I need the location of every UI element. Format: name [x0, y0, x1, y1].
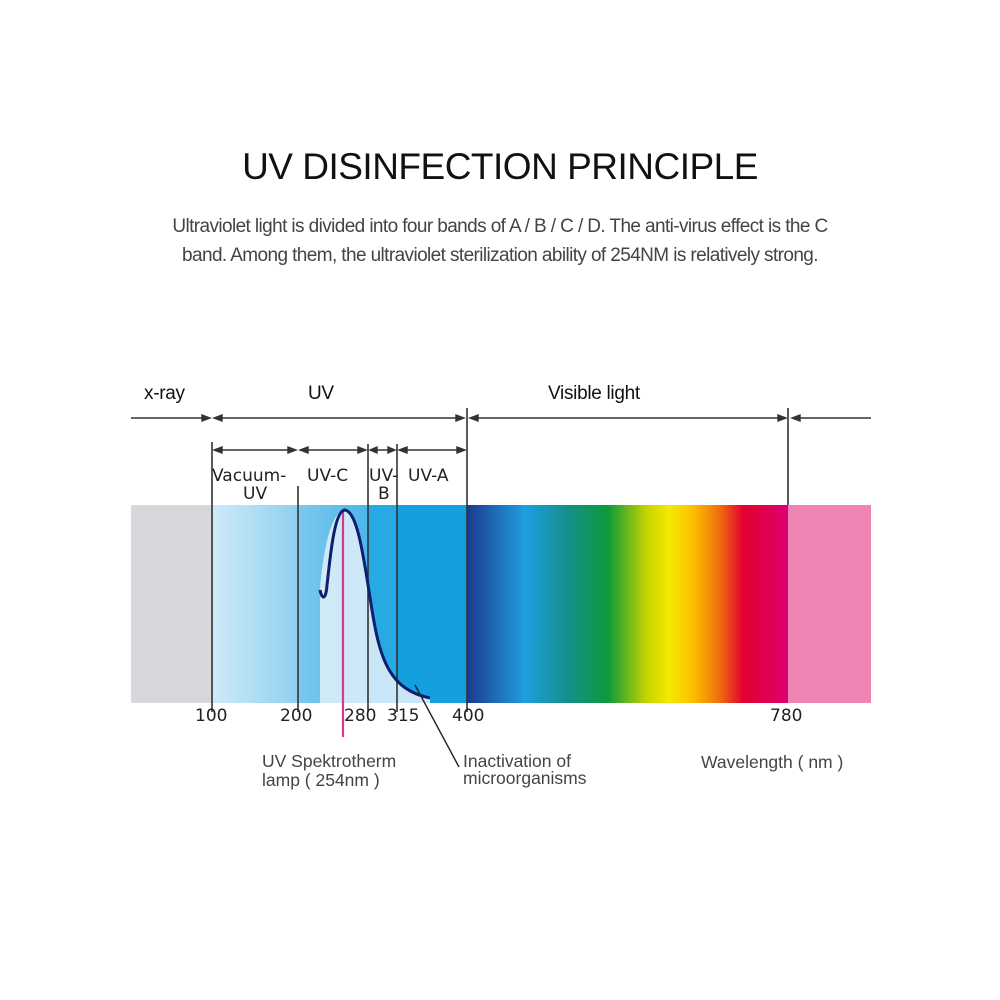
tick-200: 200 [280, 706, 313, 726]
uvc-label: UV-C [307, 466, 349, 486]
uva-label: UV-A [408, 466, 449, 486]
uva-region [397, 505, 467, 703]
visible-region [467, 505, 788, 703]
xray-label: x-ray [144, 383, 185, 404]
uvb-label-1: UV- [369, 466, 399, 486]
germicidal-curve [318, 508, 431, 700]
infrared-region [788, 505, 871, 703]
vacuum-uv-label-1: Vacuum- [212, 466, 287, 486]
tick-280: 280 [344, 706, 377, 726]
tick-100: 100 [195, 706, 228, 726]
inactivation-label-2: microorganisms [463, 768, 587, 788]
curve-fill [320, 510, 430, 703]
visible-light-label: Visible light [548, 383, 640, 404]
tick-400: 400 [452, 706, 485, 726]
xray-region [131, 505, 212, 703]
uv-label: UV [308, 383, 334, 404]
tick-315: 315 [387, 706, 420, 726]
vacuum-uv-label-2: UV [243, 484, 268, 504]
page-title: UV DISINFECTION PRINCIPLE [242, 146, 758, 187]
uvb-label-2: B [378, 484, 390, 504]
vacuum-uv-region [212, 505, 298, 703]
tick-780: 780 [770, 706, 803, 726]
lamp-label-2: lamp ( 254nm ) [262, 770, 380, 790]
lamp-label-1: UV Spektrotherm [262, 751, 397, 771]
inactivation-pointer [414, 684, 460, 768]
inactivation-label-1: Inactivation of [463, 751, 571, 771]
description-text: Ultraviolet light is divided into four b… [172, 216, 828, 266]
wavelength-axis-label: Wavelength ( nm ) [701, 752, 844, 772]
